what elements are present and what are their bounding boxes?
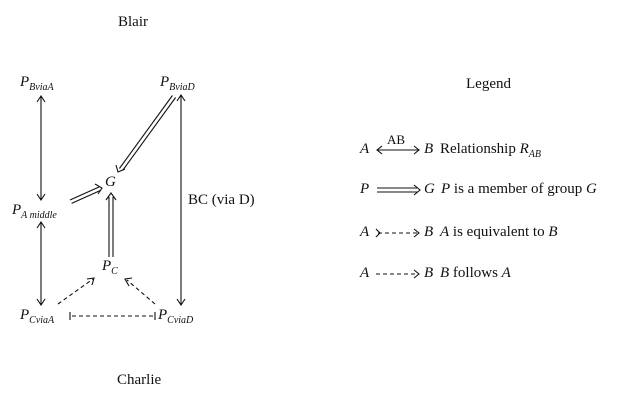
legend-arrow-relationship xyxy=(376,145,420,155)
legend-follows-desc-math1: B xyxy=(440,265,450,281)
legend-relationship-left: A xyxy=(360,141,370,157)
node-p-cviad: PCviaD xyxy=(158,307,193,326)
edge-pc-g xyxy=(105,192,117,257)
legend-follows-right: B xyxy=(424,265,434,281)
legend-title: Legend xyxy=(466,76,511,92)
legend-member-desc-math2: G xyxy=(585,181,597,197)
node-p-bviad-sub: BviaD xyxy=(169,82,195,93)
legend-member-desc-math1: P xyxy=(441,181,451,197)
legend-equivalent-desc-math2: B xyxy=(548,224,558,240)
node-p-a-middle: PA middle xyxy=(12,202,57,221)
legend-equivalent-desc: A is equivalent to B xyxy=(440,224,558,241)
legend-member-desc-text: is a member of group xyxy=(453,181,583,197)
edge-pbviad-pcviad xyxy=(176,94,186,306)
legend-arrow-member xyxy=(377,184,421,196)
legend-relationship-right: B xyxy=(424,141,434,157)
legend-relationship-desc: Relationship RAB xyxy=(440,141,541,160)
node-p-bviaa-sub: BviaA xyxy=(29,82,54,93)
legend-arrow-follows xyxy=(376,269,420,279)
legend-arrow-equivalent xyxy=(375,228,420,238)
node-p-bviaa: PBviaA xyxy=(20,74,54,93)
node-p-c-main: P xyxy=(102,258,112,274)
node-p-c: PC xyxy=(102,258,118,277)
node-g: G xyxy=(105,174,116,191)
legend-relationship-desc-text: Relationship xyxy=(440,141,516,157)
legend-relationship-r-sub: AB xyxy=(528,149,541,160)
bottom-title: Charlie xyxy=(117,372,162,388)
top-title: Blair xyxy=(118,14,148,30)
node-p-bviad-main: P xyxy=(160,74,170,90)
edge-pamid-g xyxy=(69,183,103,204)
node-p-a-middle-sub: A middle xyxy=(21,210,57,221)
legend-relationship-r: R xyxy=(519,141,529,157)
edge-label-bc-via-d: BC (via D) xyxy=(188,192,255,208)
node-p-c-sub: C xyxy=(111,266,118,277)
edge-pbviaa-pamid xyxy=(36,95,46,201)
node-g-main: G xyxy=(105,174,116,190)
edge-pcviad-pc xyxy=(124,277,156,305)
edge-pcviaa-pcviad xyxy=(69,312,156,320)
legend-equivalent-right: B xyxy=(424,224,434,240)
node-p-cviad-main: P xyxy=(158,307,168,323)
legend-equivalent-desc-text: is equivalent to xyxy=(452,224,545,240)
node-p-cviad-sub: CviaD xyxy=(167,315,194,326)
legend-follows-desc-math2: A xyxy=(501,265,511,281)
legend-follows-left: A xyxy=(360,265,370,281)
node-p-bviad: PBviaD xyxy=(160,74,195,93)
edge-pamid-pcviaa xyxy=(36,221,46,306)
legend-follows-desc-text: follows xyxy=(452,265,498,281)
node-p-cviaa-main: P xyxy=(20,307,30,323)
edge-pbviad-g xyxy=(115,95,177,173)
node-p-cviaa: PCviaA xyxy=(20,307,54,326)
edge-pcviaa-pc xyxy=(57,277,95,305)
node-p-cviaa-sub: CviaA xyxy=(29,315,55,326)
legend-member-left: P xyxy=(360,181,370,197)
legend-follows-desc: B follows A xyxy=(440,265,511,282)
legend-equivalent-desc-math1: A xyxy=(440,224,450,240)
legend-member-right: G xyxy=(424,181,435,197)
node-p-a-middle-main: P xyxy=(12,202,22,218)
legend-relationship-arrow-label: AB xyxy=(387,132,406,147)
legend-relationship-desc-math: RAB xyxy=(519,141,541,160)
legend-member-desc: P is a member of group G xyxy=(441,181,597,198)
node-p-bviaa-main: P xyxy=(20,74,30,90)
legend-equivalent-left: A xyxy=(360,224,370,240)
